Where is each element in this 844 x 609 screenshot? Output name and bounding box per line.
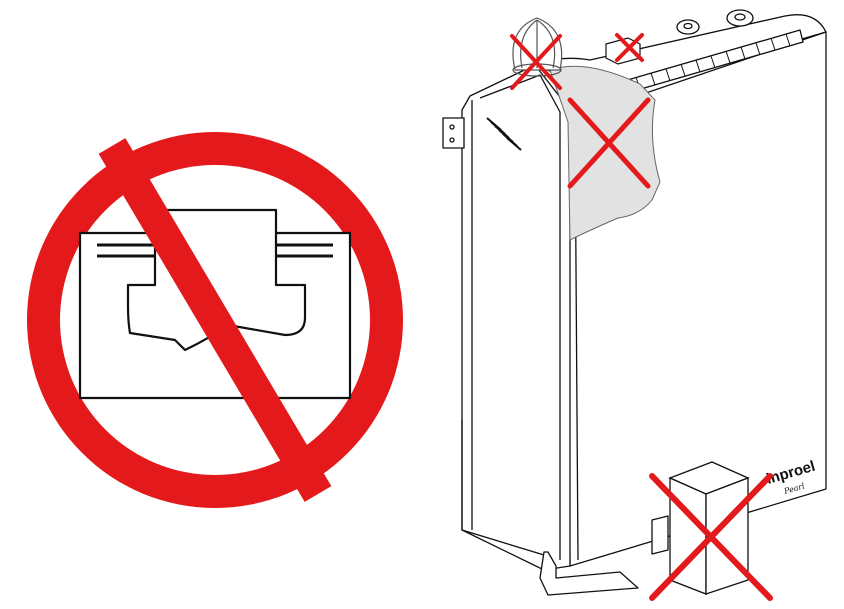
- prohibition-slash: [98, 138, 332, 502]
- heater-side-column: [461, 64, 571, 571]
- red-cross-icon: [567, 97, 651, 189]
- wall-bracket-icon: [442, 117, 465, 149]
- heater-foot-icon: [539, 551, 639, 596]
- side-vent-icon: [486, 117, 522, 151]
- front-box-object-icon: [668, 461, 750, 595]
- knob-icon: [726, 9, 754, 27]
- control-knobs: [676, 9, 754, 35]
- red-cross-icon: [615, 33, 644, 62]
- no-drying-clothes-icon: [27, 132, 403, 508]
- red-cross-icon: [510, 34, 562, 90]
- red-cross-icon: [649, 473, 773, 601]
- knob-icon: [676, 19, 700, 35]
